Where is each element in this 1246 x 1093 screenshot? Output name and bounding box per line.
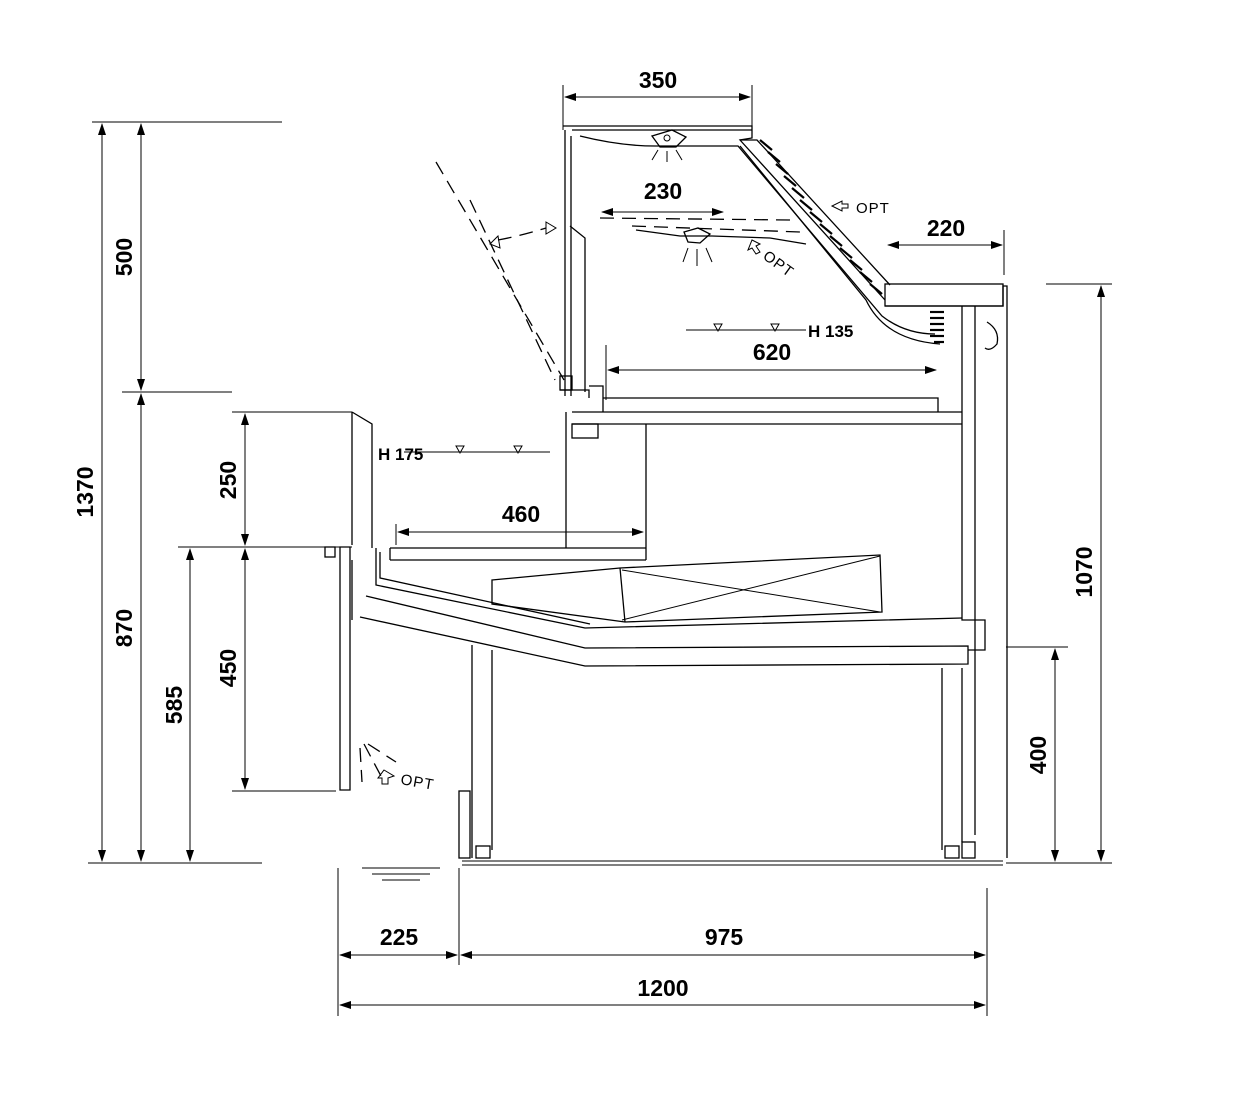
dim-overall-height: 1370 <box>72 466 98 517</box>
dim-light-rail-width: 230 <box>644 178 682 204</box>
dim-top-width: 350 <box>639 67 677 93</box>
heater-coils <box>759 139 944 344</box>
level-label-lower: H 175 <box>378 445 423 464</box>
opt-label-canopy: OPT <box>856 200 890 217</box>
dim-body-depth: 975 <box>705 924 744 950</box>
dim-lower-shelf-depth: 460 <box>502 501 540 527</box>
dim-counter-height: 870 <box>111 609 137 647</box>
dim-rear-base-height: 400 <box>1025 736 1051 774</box>
dim-base-front-height: 585 <box>161 686 187 725</box>
dimension-labels: 350 230 220 620 460 225 975 1200 1370 50… <box>72 67 1097 1001</box>
dim-base-height: 450 <box>215 649 241 687</box>
dim-upper-shelf-depth: 620 <box>753 339 791 365</box>
cabinet-body <box>324 125 1008 881</box>
level-label-upper: H 135 <box>808 322 853 341</box>
dimension-lines <box>88 85 1112 1016</box>
annotation-labels: H 135 H 175 OPT OPT OPT <box>378 200 890 794</box>
opt-label-base: OPT <box>399 771 435 794</box>
dim-overall-depth: 1200 <box>637 975 688 1001</box>
dim-front-overhang: 225 <box>380 924 419 950</box>
opt-label-light: OPT <box>760 247 797 281</box>
dim-glass-height: 500 <box>111 238 137 276</box>
dim-front-wall-height: 250 <box>215 461 241 499</box>
dim-rear-height: 1070 <box>1071 546 1097 597</box>
dim-top-shelf-width: 220 <box>927 215 965 241</box>
